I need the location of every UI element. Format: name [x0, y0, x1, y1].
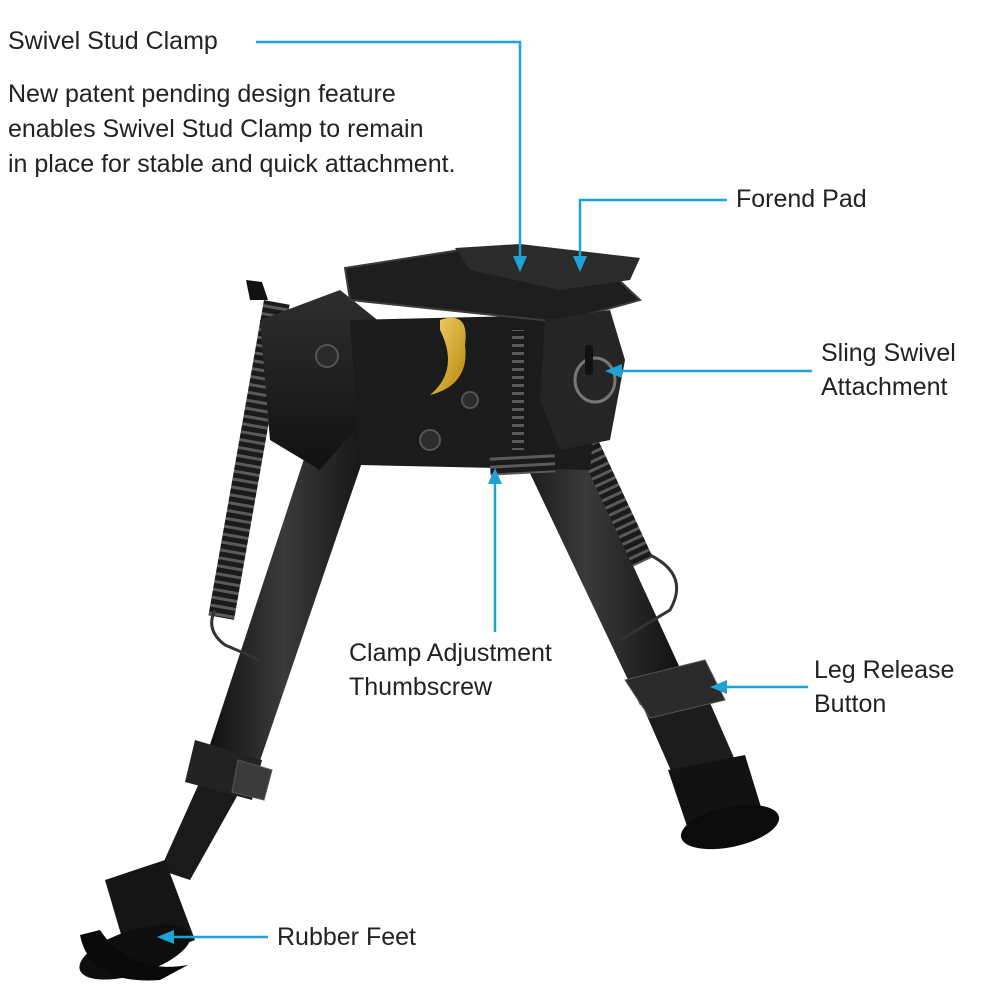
- label-line: Attachment: [821, 373, 948, 401]
- label-line: Leg Release: [814, 656, 955, 684]
- label-line: Button: [814, 690, 887, 718]
- description-line: enables Swivel Stud Clamp to remain: [8, 115, 424, 143]
- arrow-left-icon: [157, 930, 174, 944]
- label-line: Thumbscrew: [349, 673, 493, 701]
- description-swivel-stud-clamp: New patent pending design feature enable…: [8, 77, 456, 182]
- description-line: in place for stable and quick attachment…: [8, 150, 456, 178]
- callout-line-forend-pad: [578, 198, 727, 262]
- label-rubber-feet: Rubber Feet: [277, 923, 416, 951]
- callout-line-swivel-stud-clamp: [256, 40, 522, 262]
- label-swivel-stud-clamp: Swivel Stud Clamp: [8, 27, 218, 55]
- label-line: Sling Swivel: [821, 339, 956, 367]
- label-leg-release-button: Leg Release Button: [814, 653, 954, 721]
- arrow-left-icon: [710, 680, 727, 694]
- arrow-up-icon: [488, 468, 502, 484]
- callout-lines: [170, 40, 812, 939]
- arrow-down-icon: [573, 256, 587, 272]
- description-line: New patent pending design feature: [8, 80, 396, 108]
- arrow-down-icon: [513, 256, 527, 272]
- label-clamp-adjustment-thumbscrew: Clamp Adjustment Thumbscrew: [349, 636, 552, 704]
- arrow-left-icon: [605, 364, 622, 378]
- bipod-head: [260, 244, 642, 476]
- label-sling-swivel-attachment: Sling Swivel Attachment: [821, 336, 956, 404]
- callout-arrows: [157, 256, 727, 944]
- label-line: Clamp Adjustment: [349, 639, 552, 667]
- label-forend-pad: Forend Pad: [736, 185, 867, 213]
- left-leg: [79, 380, 385, 981]
